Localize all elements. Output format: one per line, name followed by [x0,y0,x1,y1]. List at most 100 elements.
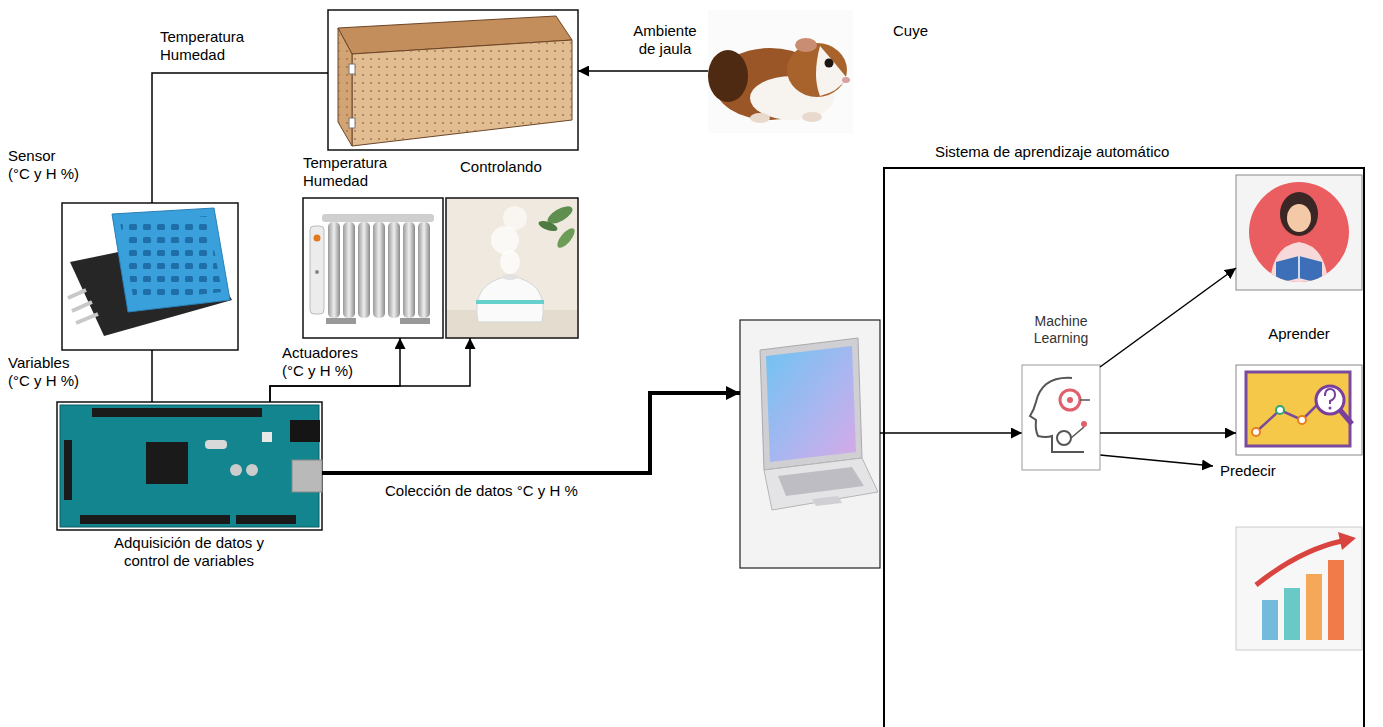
learn-icon-picture-part [1249,182,1349,282]
laptop-picture-part [812,496,842,506]
ml-icon-picture [1022,365,1100,470]
laptop-picture-part [740,320,880,568]
humidifier-picture-part [491,226,519,254]
arduino-board-picture-part [230,464,242,476]
learn-icon-picture-part-part [1280,192,1318,236]
bar-chart-picture-part [1338,532,1356,550]
predict-icon-picture-part [1276,406,1284,414]
sensor-module: Sensor (°C y H %) [62,203,238,350]
ml-icon-picture-part [1081,421,1087,427]
heater-picture-part [418,222,430,318]
arduino-board-picture-part [205,440,227,449]
heater-picture-part [315,270,319,274]
guinea-pig-picture-part [708,10,853,133]
data-wire-part [322,393,740,473]
ml-icon: Machine Learning [1022,365,1100,470]
node-text: Controlando [460,158,542,176]
edge-label: Actuadores (°C y H %) [282,344,358,380]
learn-icon-picture-part-part [1287,204,1311,232]
learn-icon: Aprender [1236,175,1362,290]
predict-icon-picture-part [1256,398,1324,432]
humidifier-picture-part [502,274,518,280]
heater-picture-part [303,198,443,338]
cage-picture-part [349,64,355,74]
predict-icon-picture-part [1298,416,1306,424]
cage-picture-part [352,40,572,146]
arduino-board-picture [57,402,322,530]
laptop-picture [740,320,880,568]
sensor-picture-part [112,208,230,312]
node-text: Sistema de aprendizaje automático [935,143,1169,161]
laptop-picture-part [766,346,856,462]
learn-icon-picture-part [1236,175,1362,290]
learn-icon-picture-part-part [1276,256,1322,284]
guinea-pig-picture-part [825,59,834,68]
learn-icon-picture-part [1270,192,1328,284]
predict-icon-picture-part [1340,410,1352,424]
predict-icon: Predecir [1236,365,1362,455]
predict-icon-picture-part [1329,407,1332,410]
predict-icon-picture-part [1316,386,1344,414]
guinea-pig-picture-part [795,38,817,52]
cage-picture-part [349,118,355,128]
node-text: Cuye [893,22,928,40]
sensor-picture-part [62,203,238,350]
humidifier-picture-part [537,219,559,233]
heater-picture-part [373,222,385,318]
ml-icon-picture-part [1057,431,1071,445]
guinea-pig-picture-part [842,77,850,83]
connector [270,338,470,402]
node-text: Predecir [1220,462,1276,480]
arduino-board-picture-part [57,402,322,530]
sensor-picture [62,203,238,350]
bar-chart-picture-part [1284,588,1300,640]
arduino-board-picture-part [92,408,262,417]
cage-picture: Temperatura Humedad [328,10,578,150]
heater-picture-part [314,235,321,242]
connector [578,70,708,72]
heater-picture-part [310,226,324,314]
sensor-picture-part [76,314,98,323]
node-text: Sensor (°C y H %) [8,147,81,183]
sensor-picture-part [68,290,86,298]
bar-chart-picture-part [1328,560,1344,640]
heater-picture-part [343,222,355,318]
arduino-board-picture-part [80,515,230,524]
cage-picture-part [328,10,578,150]
connector [152,73,328,203]
bar-chart-picture-part [1306,574,1322,640]
ml-icon-picture-part [1067,397,1073,403]
guinea-pig-picture-part [750,113,770,123]
heater-picture-part [400,318,430,324]
sensor-picture-part [120,216,222,302]
node-text: Adquisición de datos y control de variab… [94,534,284,570]
bar-chart-picture [1236,527,1362,650]
ml-icon-picture-part [1030,378,1084,452]
laptop-picture-part [760,338,862,470]
heater-picture-part [322,214,434,222]
data-wire-part [1100,455,1213,466]
humidifier-picture [446,198,578,338]
edge-label: Ambiente de jaula [628,22,702,58]
sensor-picture-part [72,302,92,311]
cage-picture-part [352,40,572,146]
arduino-board-picture-part [64,440,72,500]
heater-picture-part [328,222,340,318]
predict-icon-picture [1236,365,1362,455]
predict-icon-picture-part [1325,389,1335,404]
heater-picture-part [403,222,415,318]
ml-icon-picture-part [1060,390,1080,410]
ml-icon-picture-part [1022,365,1100,470]
edge-label: Variables (°C y H %) [8,354,81,390]
predict-icon-picture-part [1252,428,1260,436]
arduino-board-picture-part [236,515,296,524]
bar-chart-picture-part [1236,527,1362,650]
guinea-pig-picture-part [787,43,847,97]
system-frame: Sistema de aprendizaje automáticoMachine… [883,167,1365,727]
arduino-board-picture-part [262,432,272,442]
learn-icon-picture-part-part [1298,256,1300,278]
heater-actuator: Temperatura Humedad [303,198,443,338]
guinea-pig-picture-part [816,46,847,96]
